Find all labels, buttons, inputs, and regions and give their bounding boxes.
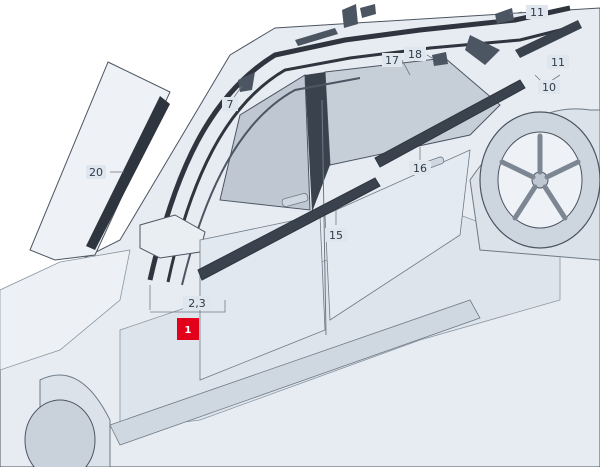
callout-label-2-3: 2,3	[188, 297, 206, 310]
callout-box	[404, 47, 426, 61]
callout-label-7: 7	[227, 98, 234, 111]
clip-11	[495, 8, 514, 24]
callout-11-side: 11	[547, 55, 569, 69]
callout-label-16: 16	[413, 162, 427, 175]
callout-box	[382, 53, 402, 67]
callout-10: 10	[538, 80, 560, 94]
callout-20: 20	[86, 165, 106, 179]
callout-label-20: 20	[89, 166, 103, 179]
spoke	[512, 184, 538, 221]
leader-11a	[509, 11, 523, 15]
roof-rail-strip	[515, 20, 582, 58]
windshield-trim	[86, 96, 170, 250]
callout-box	[183, 296, 211, 310]
callout-box	[409, 161, 431, 175]
clip-top-1	[295, 28, 338, 46]
callout-16: 16	[409, 161, 431, 175]
callout-label-10: 10	[542, 81, 556, 94]
callout-box	[526, 5, 548, 19]
callout-label-17: 17	[385, 54, 399, 67]
rear-spokes	[499, 133, 581, 221]
rear-door-trim	[374, 79, 526, 168]
callout-box	[86, 165, 106, 179]
spoke	[499, 159, 536, 180]
callout-box	[538, 80, 560, 94]
leader-17	[401, 59, 411, 76]
windshield-glass	[29, 61, 171, 261]
windshield	[29, 61, 171, 261]
callout-17: 17	[382, 53, 402, 67]
callout-15: 15	[325, 228, 347, 242]
hood	[0, 249, 131, 371]
callout-11-top: 11	[526, 5, 548, 19]
callout-18: 18	[404, 47, 426, 61]
spoke	[542, 184, 568, 221]
front-door-window	[219, 74, 311, 211]
clip-parts	[238, 4, 514, 92]
clip-7	[238, 72, 255, 92]
callout-1-highlight: 1	[177, 318, 199, 340]
clip-18	[432, 52, 448, 66]
highlight-box	[177, 318, 199, 340]
callout-2-3: 2,3	[183, 296, 211, 310]
spoke	[544, 159, 581, 180]
callout-label-11-top: 11	[530, 6, 544, 19]
callout-7: 7	[222, 97, 238, 111]
leader-18	[426, 54, 433, 59]
callout-label-18: 18	[408, 48, 422, 61]
callout-box	[547, 55, 569, 69]
leader-23	[150, 300, 226, 313]
rear-wheel	[469, 108, 600, 261]
clip-top-3	[360, 4, 376, 18]
front-door-trim	[197, 177, 381, 281]
front-door-handle	[281, 193, 309, 207]
trim-strips	[197, 20, 582, 281]
clip-quarter	[465, 35, 500, 65]
front-wheel	[24, 399, 96, 467]
callout-label-1: 1	[185, 325, 192, 336]
door-gap	[321, 99, 327, 336]
clip-top-2	[342, 4, 358, 28]
rocker-panel	[109, 299, 481, 446]
callout-label-15: 15	[329, 229, 343, 242]
callout-label-11-side: 11	[551, 56, 565, 69]
callout-box	[222, 97, 238, 111]
callout-box	[325, 228, 347, 242]
